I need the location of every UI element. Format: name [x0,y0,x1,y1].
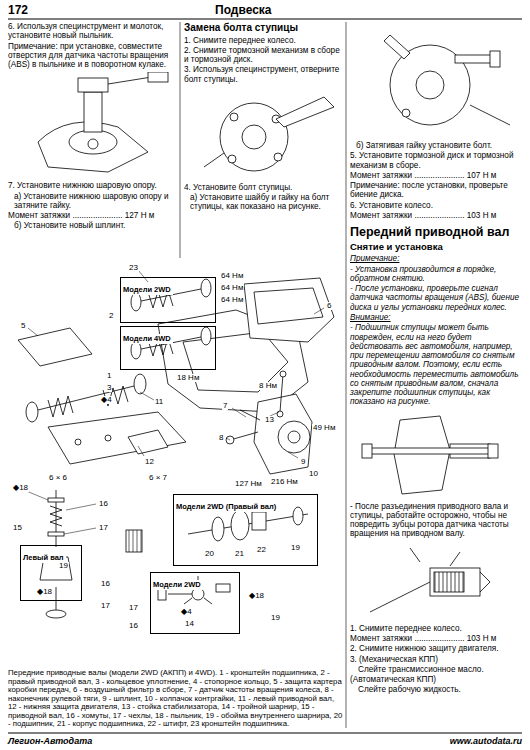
body-text: Слейте рабочую жидкость. [350,685,524,694]
callout-number: 5 [20,322,26,330]
body-text: 2. Снимите тормозной механизм в сборе и … [184,46,342,65]
body-text: - После разъединения приводного вала и с… [350,502,524,539]
callout-number: 20 [204,550,215,558]
callout-number: 12 [144,458,155,466]
callout-number: 3 [106,384,112,392]
section-heading: Замена болта ступицы [184,22,342,34]
callout-number: 64 Нм [220,296,244,304]
body-text: Примечание: [350,254,524,263]
body-text: 6. Установите колесо. [350,201,524,210]
callout-number: 18 Нм [176,374,200,382]
callout-number: 13 [264,416,275,424]
footer-text: Легион-Автодата [8,736,92,747]
body-text: Момент затяжки ...................... 10… [350,171,524,180]
callout-number: 216 Нм [270,478,299,486]
inset-heading: Модели 2WD (Правый вал) [174,502,278,512]
body-text: 6. Используя специнструмент и молоток, у… [8,22,178,41]
callout-number: 19 [270,614,281,622]
body-text: 7. Установите нижнюю шаровую опору. [8,181,178,190]
hub-bolt-install-illustration [350,25,524,137]
callout-number: 23 [128,264,139,272]
callout-number: 6 [326,302,332,310]
drive-shaft-illustration [8,262,344,657]
body-text: - Установка производится в порядке, обра… [350,265,524,284]
callout-number: 17 [100,602,111,610]
body-text: Примечание: после установки, проверьте б… [350,181,524,200]
body-text: 2. Снимите нижнюю защиту двигателя. [350,644,524,653]
callout-number: 7 [222,402,228,410]
sensor-rotor-illustration [350,542,524,620]
callout-number: 8 Нм [258,382,278,390]
callout-number: ◆4 [100,396,113,404]
page-number: 172 [8,3,28,17]
callout-number: 19 [58,562,69,570]
text-column: 6. Используя специнструмент и молоток, у… [8,22,178,232]
callout-number: 21 [234,550,245,558]
running-head: Подвеска [215,3,272,17]
callout-number: 6 × 6 [48,474,68,482]
callout-number: 1 [106,372,112,380]
callout-number: 14 [184,620,195,628]
body-text: 1. Снимите переднее колесо. [184,36,342,45]
callout-number: ◆18 [36,588,53,596]
callout-number: 127 Нм [234,480,263,488]
body-text: Момент затяжки ...................... 12… [8,211,178,220]
inset-heading: Модели 2WD [121,285,173,295]
model-inset-box: Модели 2WD [120,277,216,323]
body-text: Момент затяжки ...................... 10… [350,634,524,643]
callout-number: 16 [128,622,139,630]
text-column: Замена болта ступицы 1. Снимите переднее … [184,22,342,213]
callout-number: ◆18 [12,484,29,492]
inset-heading: Модели 4WD [121,334,173,344]
callout-number: 64 Нм [220,284,244,292]
body-text: Примечание: при установке, совместите от… [8,42,178,70]
body-text: Момент затяжки ...................... 10… [350,211,524,220]
body-text: а) Установите нижнюю шаровую опору и зат… [8,192,178,211]
callout-number: 49 Нм [312,424,336,432]
callout-number: 19 [290,544,301,552]
body-text: Слейте трансмиссионное масло. [350,665,524,674]
text-column: б) Затягивая гайку установите болт.5. Ус… [350,22,524,696]
inset-heading: Модели 2WD [151,580,203,590]
body-text: - После установки, проверьте сигнал датч… [350,284,524,312]
exploded-view: Модели 2WD Модели 4WD Модели 2WD (Правый в… [8,262,344,657]
callout-number: 16 [100,580,111,588]
callout-number: 10 [308,470,319,478]
callout-number: ◆18 [248,592,265,600]
figure-caption: Передние приводные валы (модели 2WD (АКП… [8,669,344,729]
model-inset-box: Модели 2WD (Правый вал) [173,494,318,566]
body-text: б) Установите новый шплинт. [8,221,178,230]
callout-number: 17 [128,604,139,612]
callout-number: 8 [218,434,224,442]
body-text: 3. Используя специнструмент, отверните б… [184,65,342,84]
callout-number: 17 [98,524,109,532]
boot-install-illustration [8,72,178,177]
callout-number: 6 × 7 [148,474,168,482]
hub-bolt-remove-illustration [184,87,342,179]
callout-number: 11 [154,398,164,406]
model-inset-box: Модели 4WD [120,326,216,370]
footer-text: www.autodata.ru [450,736,522,747]
callout-number: 22 [256,546,267,554]
hub-bearing-secure-illustration [350,410,524,498]
body-text: а) Установите шайбу и гайку на болт ступ… [184,193,342,212]
body-text: (Автоматическая КПП) [350,675,524,684]
body-text: 4. Установите болт ступицы. [184,183,342,192]
callout-number: 15 [12,524,23,532]
callout-number: 64 Нм [220,272,244,280]
body-text: 5. Установите тормозной диск и тормозной… [350,151,524,170]
section-heading: Передний приводной вал [350,225,524,239]
callout-number: ◆4 [180,608,193,616]
body-text: - Подшипник ступицы может быть поврежден… [350,323,524,406]
model-inset-box: Модели 2WD [150,572,240,634]
body-text: б) Затягивая гайку установите болт. [350,141,524,150]
body-text: 3. (Механическая КПП) [350,655,524,664]
callout-number: 16 [98,500,109,508]
body-text: 1. Снимите переднее колесо. [350,624,524,633]
section-heading: Снятие и установка [350,242,524,253]
body-text: Внимание: [350,313,524,322]
callout-number: 9 [300,458,306,466]
callout-number: 2 [108,312,114,320]
